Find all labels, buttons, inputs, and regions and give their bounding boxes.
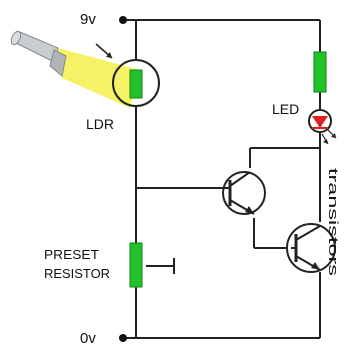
torch-icon — [10, 30, 67, 77]
label-9v: 9v — [80, 11, 96, 28]
label-0v: 0v — [80, 330, 96, 347]
label-preset-line1: PRESET — [44, 247, 99, 262]
transistor-1 — [222, 171, 266, 215]
ldr-component — [95, 43, 160, 107]
label-ldr: LDR — [86, 116, 114, 132]
light-beam — [58, 48, 140, 108]
label-transistors: transistors — [326, 168, 341, 277]
led-component — [308, 109, 337, 145]
wires — [125, 19, 321, 339]
fixed-resistor — [313, 51, 327, 93]
label-led: LED — [272, 101, 299, 117]
label-preset-line2: RESISTOR — [44, 266, 110, 281]
preset-resistor — [129, 242, 143, 288]
terminal-9v — [119, 16, 127, 24]
transistor-2 — [286, 223, 336, 273]
terminal-0v — [119, 334, 127, 342]
